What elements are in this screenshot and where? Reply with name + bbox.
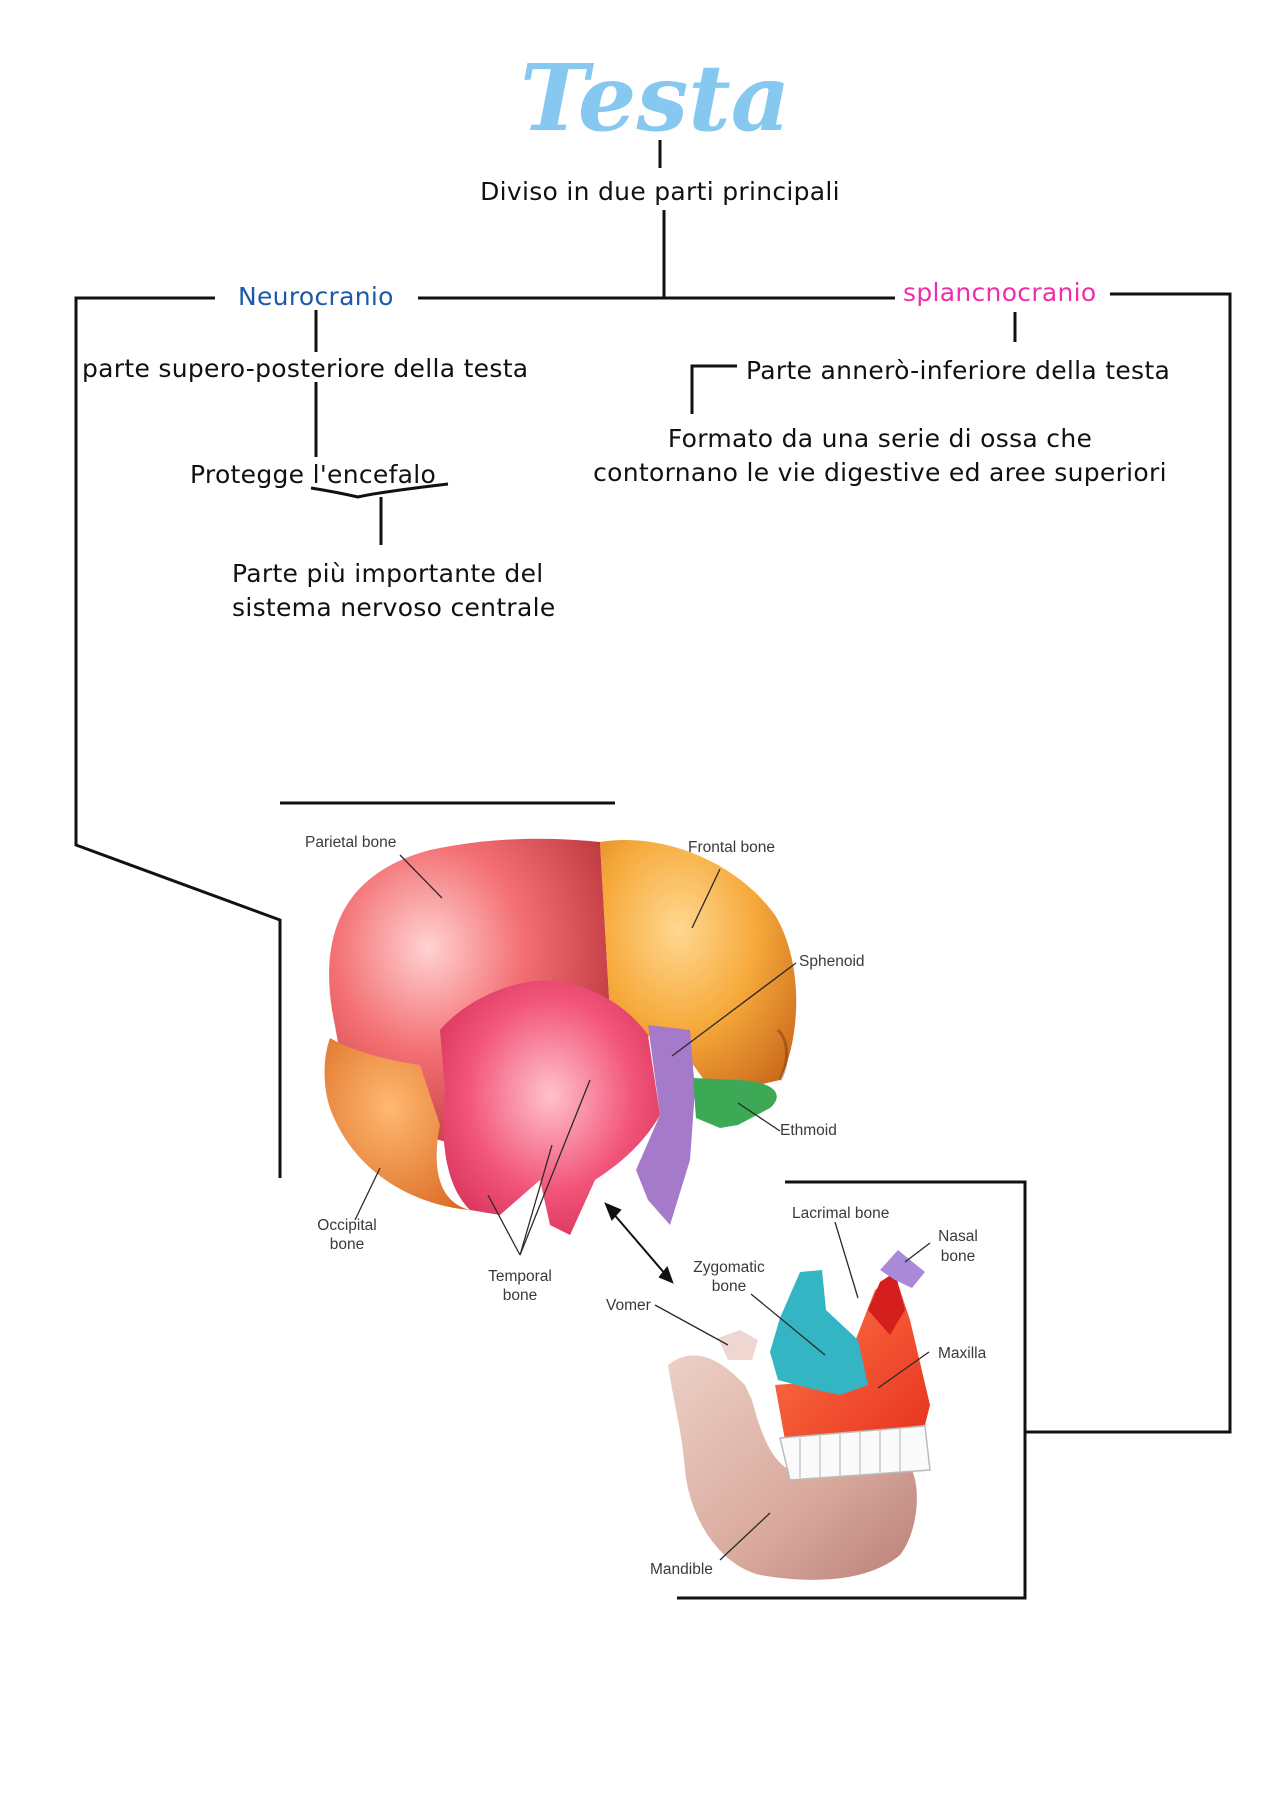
face-illustration xyxy=(668,1250,931,1580)
occipital-label-1: Occipital xyxy=(317,1217,376,1234)
sphenoid-bone xyxy=(636,1025,695,1225)
zygomatic-label-1: Zygomatic xyxy=(693,1259,765,1276)
subtitle-node: Diviso in due parti principali xyxy=(480,177,840,206)
face-frame xyxy=(677,1180,1027,1600)
mandible-label: Mandible xyxy=(650,1561,713,1578)
splancnocranio-label: splancnocranio xyxy=(903,278,1097,307)
temporal-label-1: Temporal xyxy=(488,1268,552,1285)
splancnocranio-bracket xyxy=(1025,292,1232,1434)
splanc-elbow xyxy=(690,364,737,414)
connector-lines xyxy=(74,140,1232,1600)
skull-illustration xyxy=(324,838,797,1235)
neurocranio-note-2: sistema nervoso centrale xyxy=(232,593,556,622)
parietal-label: Parietal bone xyxy=(305,834,396,851)
face-labels: Lacrimal bone Nasal bone Zygomatic bone … xyxy=(606,1205,987,1578)
neurocranio-bracket xyxy=(74,296,282,1178)
zygomatic-bone xyxy=(770,1270,868,1395)
neurocranio-note-1: Parte più importante del xyxy=(232,559,544,588)
neurocranio-description: parte supero-posteriore della testa xyxy=(82,354,529,383)
skull-labels: Parietal bone Frontal bone Sphenoid Ethm… xyxy=(305,834,865,1304)
teeth xyxy=(779,1425,931,1481)
double-arrow xyxy=(604,1202,674,1284)
skull-leader-lines xyxy=(354,854,797,1256)
temporal-bone xyxy=(440,980,660,1235)
nasal-bone xyxy=(880,1250,925,1288)
splancnocranio-description: Parte annerò-inferiore della testa xyxy=(746,356,1171,385)
occipital-bone xyxy=(324,1038,470,1210)
splancnocranio-detail-2: contornano le vie digestive ed aree supe… xyxy=(593,458,1167,487)
page-title: Testa xyxy=(520,44,791,152)
zygomatic-label-2: bone xyxy=(712,1278,746,1295)
maxilla-label: Maxilla xyxy=(938,1345,987,1362)
nasal-label-1: Nasal xyxy=(938,1228,978,1245)
neurocranio-label: Neurocranio xyxy=(238,282,394,311)
splancnocranio-detail-1: Formato da una serie di ossa che xyxy=(667,424,1093,453)
neurocranio-function: Protegge l'encefalo xyxy=(190,460,437,489)
face-leader-lines xyxy=(654,1221,931,1561)
lacrimal-label: Lacrimal bone xyxy=(792,1205,889,1222)
vomer-bone xyxy=(718,1330,758,1360)
mandible-bone xyxy=(668,1355,917,1580)
vomer-label: Vomer xyxy=(606,1297,651,1314)
nasal-label-2: bone xyxy=(941,1248,975,1265)
sphenoid-label: Sphenoid xyxy=(799,953,865,970)
encefalo-brace xyxy=(310,482,449,499)
lacrimal-bone xyxy=(868,1272,905,1335)
temporal-label-2: bone xyxy=(503,1287,537,1304)
frontal-label: Frontal bone xyxy=(688,839,775,856)
ethmoid-label: Ethmoid xyxy=(780,1122,837,1139)
occipital-label-2: bone xyxy=(330,1236,364,1253)
